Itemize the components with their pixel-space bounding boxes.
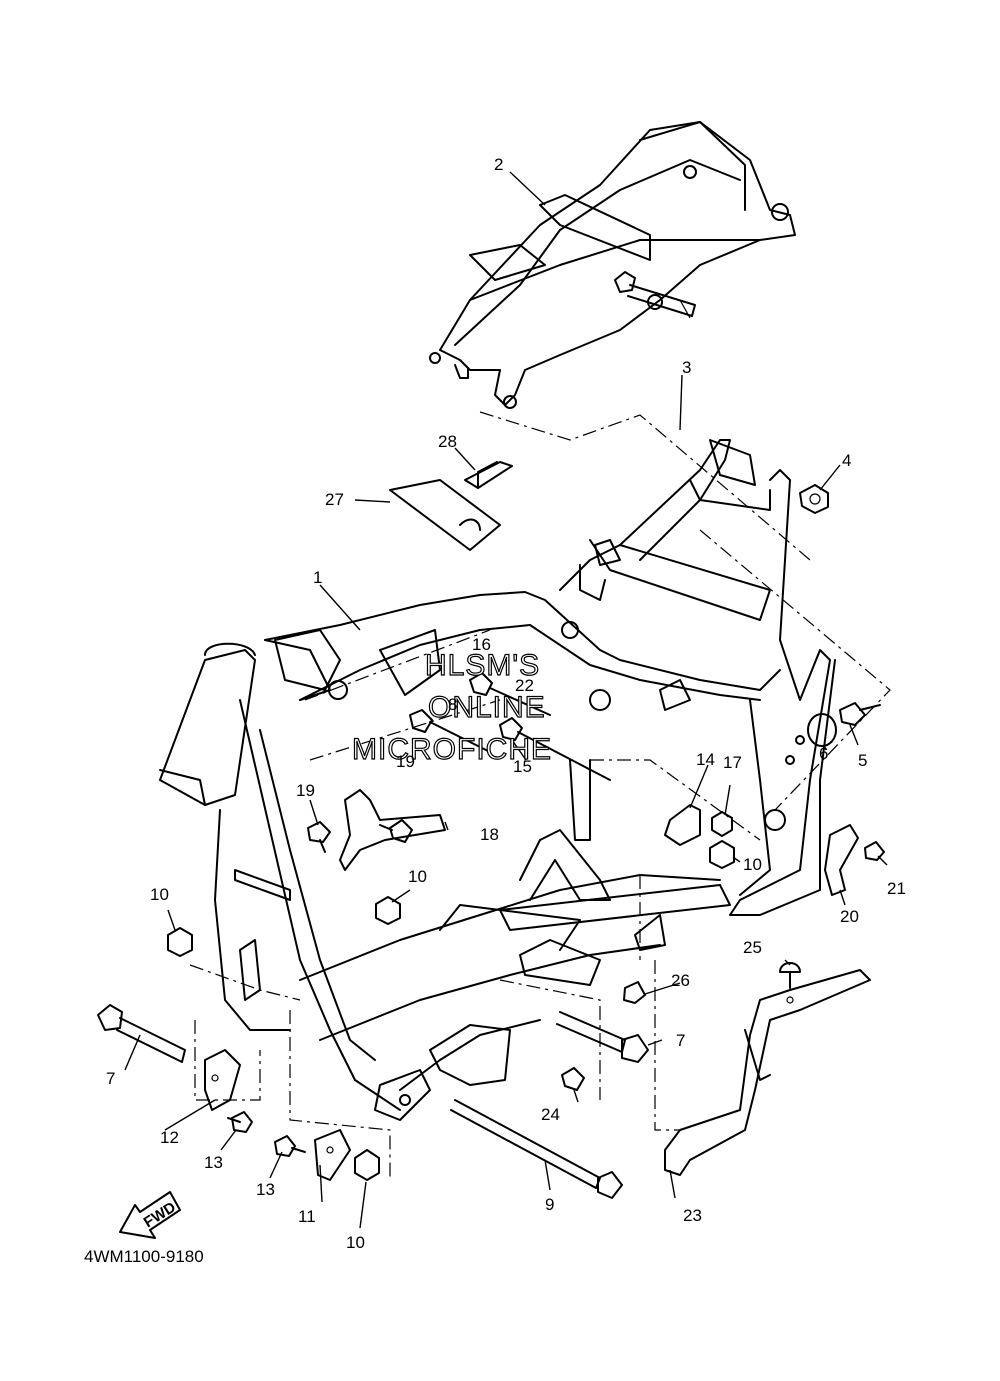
plate-part-11 <box>314 1129 351 1181</box>
leader-lines <box>124 171 888 1229</box>
nut-part-17 <box>711 811 733 837</box>
callout-13-b[interactable]: 13 <box>256 1180 275 1199</box>
callout-16[interactable]: 16 <box>472 635 491 654</box>
nut-part-4 <box>799 484 829 514</box>
callout-labels: 1 2 3 4 5 6 7 7 8 9 10 10 10 10 11 12 13… <box>106 155 906 1252</box>
callout-28[interactable]: 28 <box>438 432 457 451</box>
callout-17[interactable]: 17 <box>723 753 742 772</box>
bolt-part-16 <box>469 672 551 716</box>
bolt-part-3 <box>614 271 696 319</box>
bolt-part-24 <box>561 1067 585 1091</box>
callout-10-d[interactable]: 10 <box>346 1233 365 1252</box>
callout-21[interactable]: 21 <box>887 879 906 898</box>
cap-part-26 <box>623 981 646 1004</box>
callout-1[interactable]: 1 <box>313 568 322 587</box>
callout-10-c[interactable]: 10 <box>743 855 762 874</box>
callout-9[interactable]: 9 <box>545 1195 554 1214</box>
screw-part-25 <box>779 962 801 989</box>
watermark-line-3: MICROFICHE <box>352 733 552 766</box>
bolt-part-5 <box>839 702 881 726</box>
bolt-part-15 <box>499 717 611 781</box>
callout-7-right[interactable]: 7 <box>676 1031 685 1050</box>
bolt-part-21 <box>864 841 885 861</box>
alignment-lines <box>189 411 891 1180</box>
callout-10-a[interactable]: 10 <box>150 885 169 904</box>
fwd-label: FWD <box>141 1199 179 1232</box>
shaft-part-9 <box>450 1099 623 1199</box>
diagram-code: 4WM1100-9180 <box>84 1247 204 1266</box>
callout-18[interactable]: 18 <box>480 825 499 844</box>
callout-6[interactable]: 6 <box>819 744 828 763</box>
callout-23[interactable]: 23 <box>683 1206 702 1225</box>
callout-4[interactable]: 4 <box>842 451 851 470</box>
rear-frame-part-2 <box>429 121 796 409</box>
rear-rail-part-23 <box>664 969 871 1176</box>
main-frame-part-1 <box>159 439 836 1121</box>
callout-22[interactable]: 22 <box>515 676 534 695</box>
callout-8[interactable]: 8 <box>448 695 457 714</box>
bolt-part-7-right <box>556 1011 649 1063</box>
callout-15[interactable]: 15 <box>513 757 532 776</box>
callout-14[interactable]: 14 <box>696 750 715 769</box>
callout-19-b[interactable]: 19 <box>296 781 315 800</box>
callout-12[interactable]: 12 <box>160 1128 179 1147</box>
callout-10-b[interactable]: 10 <box>408 867 427 886</box>
nut-part-10-d <box>354 1149 380 1181</box>
bolt-part-7-left <box>97 1004 186 1063</box>
callout-5[interactable]: 5 <box>858 751 867 770</box>
callout-20[interactable]: 20 <box>840 907 859 926</box>
fwd-arrow <box>119 1191 181 1239</box>
clip-part-28 <box>464 461 513 489</box>
bolt-part-19-b <box>307 821 331 853</box>
callout-2[interactable]: 2 <box>494 155 503 174</box>
watermark: HLSM'S ONLINE MICROFICHE <box>351 648 552 766</box>
nut-part-10-b <box>375 896 401 925</box>
bolt-part-13-b <box>274 1135 306 1157</box>
nut-part-10-a <box>167 927 193 957</box>
watermark-line-2: ONLINE <box>428 691 546 724</box>
bolt-part-8 <box>409 709 491 753</box>
plate-part-14 <box>664 804 701 846</box>
callout-7-left[interactable]: 7 <box>106 1069 115 1088</box>
callout-24[interactable]: 24 <box>541 1105 560 1124</box>
callout-3[interactable]: 3 <box>682 358 691 377</box>
callout-26[interactable]: 26 <box>671 971 690 990</box>
watermark-line-1: HLSM'S <box>425 649 540 682</box>
nut-part-10-c <box>709 840 735 869</box>
bracket-part-20 <box>824 824 859 896</box>
bracket-part-12 <box>204 1049 241 1111</box>
bolt-part-19-a <box>379 819 413 843</box>
cover-part-27 <box>389 479 501 551</box>
grommet-part-6 <box>807 713 837 747</box>
callout-25[interactable]: 25 <box>743 938 762 957</box>
callout-19-a[interactable]: 19 <box>396 752 415 771</box>
callout-27[interactable]: 27 <box>325 490 344 509</box>
callout-13-a[interactable]: 13 <box>204 1153 223 1172</box>
bracket-part-18 <box>339 789 446 871</box>
bolt-part-13-a <box>227 1111 253 1133</box>
callout-11[interactable]: 11 <box>298 1207 316 1226</box>
